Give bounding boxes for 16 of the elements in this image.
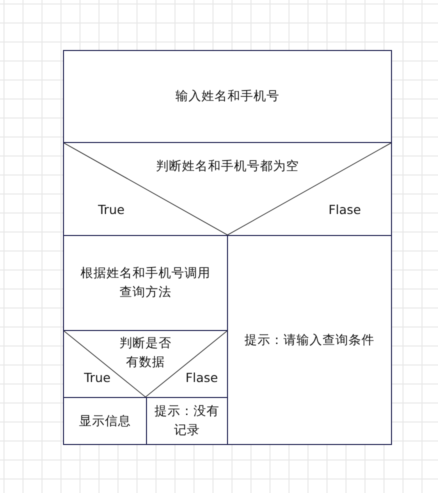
box-text: 输入姓名和手机号: [176, 87, 280, 106]
box-text: 显示信息: [79, 412, 131, 430]
branch-label: Flase: [185, 369, 218, 387]
box-text: 根据姓名和手机号调用查询方法: [80, 264, 212, 301]
branch-label: True: [98, 201, 125, 219]
process-box: [63, 397, 147, 445]
condition-text: 判断姓名和手机号都为空: [155, 157, 300, 175]
process-box: [63, 50, 392, 143]
branch-label: Flase: [328, 201, 361, 219]
box-text: 提示：请输入查询条件: [244, 330, 374, 349]
process-box: [63, 235, 228, 331]
condition-text: 判断是否有数据: [118, 334, 172, 371]
process-box: [227, 235, 392, 445]
process-box: [146, 397, 228, 445]
branch-label: True: [84, 369, 111, 387]
box-text: 提示：没有记录: [154, 402, 220, 439]
